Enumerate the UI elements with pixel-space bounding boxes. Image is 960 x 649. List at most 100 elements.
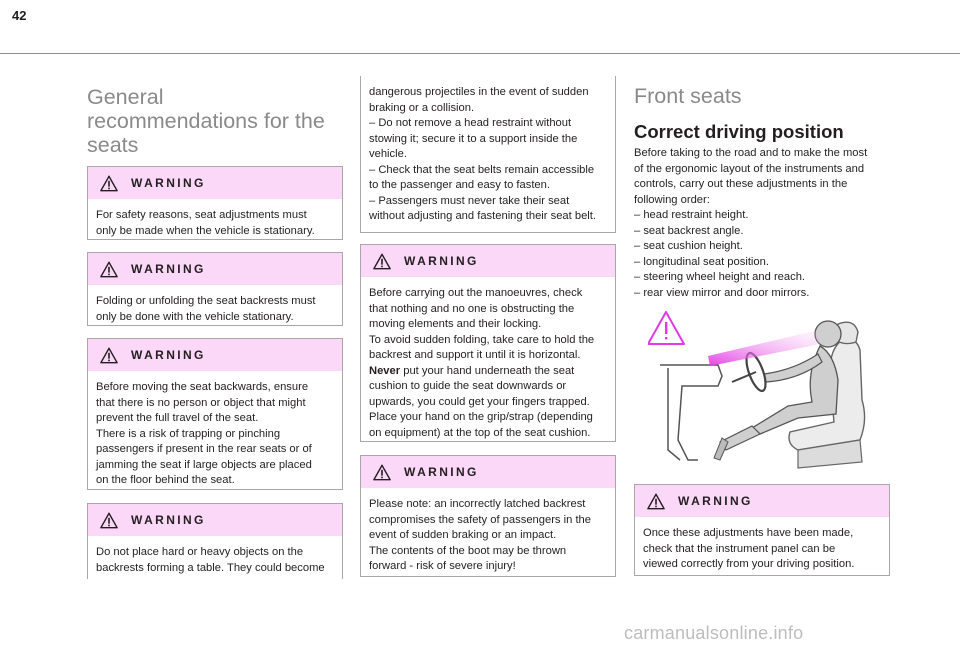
header-rule bbox=[0, 53, 960, 54]
text-line: to the passenger and easy to fasten. bbox=[369, 179, 550, 191]
text-line: Please note: an incorrectly latched back… bbox=[369, 498, 586, 510]
warning-header: WARNING bbox=[88, 167, 342, 199]
text-line: controls, carry out these adjustments in… bbox=[634, 178, 848, 190]
text-line: stowing it; secure it to a support insid… bbox=[369, 132, 578, 145]
warning-triangle-icon bbox=[373, 253, 391, 269]
text-line: Once these adjustments have been made, bbox=[643, 527, 854, 539]
warning-text: Before carrying out the manoeuvres, chec… bbox=[361, 277, 615, 441]
warning-title: WARNING bbox=[131, 513, 206, 527]
warning-text: dangerous projectiles in the event of su… bbox=[361, 76, 615, 225]
text-span: put your hand underneath the seat bbox=[400, 364, 575, 377]
warning-text: Once these adjustments have been made, c… bbox=[635, 517, 889, 573]
warning-title: WARNING bbox=[131, 348, 206, 362]
text-line: without adjusting and fastening their se… bbox=[369, 210, 597, 222]
text-line: backrests forming a table. They could be… bbox=[96, 561, 325, 574]
text-line: – Passengers must never take their seat bbox=[369, 194, 570, 207]
list-item: – rear view mirror and door mirrors. bbox=[634, 286, 810, 299]
warning-text: Do not place hard or heavy objects on th… bbox=[88, 536, 342, 576]
text-line: There is a risk of trapping or pinching bbox=[96, 427, 281, 440]
text-line: For safety reasons, seat adjustments mus… bbox=[96, 209, 307, 221]
text-line: compromises the safety of passengers in … bbox=[369, 513, 591, 526]
warning-title: WARNING bbox=[131, 176, 206, 190]
warning-header: WARNING bbox=[635, 485, 889, 517]
text-line: of the ergonomic layout of the instrumen… bbox=[634, 162, 865, 175]
page-number: 42 bbox=[12, 8, 27, 23]
warning-triangle-icon bbox=[647, 493, 665, 509]
text-line: that there is no person or object that m… bbox=[96, 396, 306, 409]
text-line: Do not place hard or heavy objects on th… bbox=[96, 546, 304, 558]
warning-box-continued: dangerous projectiles in the event of su… bbox=[360, 76, 616, 233]
list-item: – steering wheel height and reach. bbox=[634, 271, 806, 283]
list-item: – seat cushion height. bbox=[634, 240, 743, 252]
warning-box: WARNING Before carrying out the manoeuvr… bbox=[360, 244, 616, 442]
text-line: only be made when the vehicle is station… bbox=[96, 224, 315, 237]
text-line: on equipment) at the top of the seat cus… bbox=[369, 426, 591, 439]
warning-triangle-icon bbox=[100, 175, 118, 191]
warning-box: WARNING For safety reasons, seat adjustm… bbox=[87, 166, 343, 240]
text-line: – Do not remove a head restraint without bbox=[369, 117, 572, 129]
title-line: recommendations for the bbox=[87, 109, 325, 133]
warning-text: Please note: an incorrectly latched back… bbox=[361, 488, 615, 575]
warning-text: Folding or unfolding the seat backrests … bbox=[88, 285, 342, 325]
text-line: that nothing and no one is obstructing t… bbox=[369, 302, 575, 315]
text-line: Before taking to the road and to make th… bbox=[634, 147, 868, 159]
warning-triangle-icon bbox=[100, 512, 118, 528]
text-line: viewed correctly from your driving posit… bbox=[643, 558, 855, 570]
warning-title: WARNING bbox=[131, 262, 206, 276]
text-line: event of sudden braking or an impact. bbox=[369, 529, 557, 541]
text-line: Never put your hand underneath the seat bbox=[369, 364, 607, 380]
warning-title: WARNING bbox=[404, 465, 479, 479]
warning-box: WARNING Folding or unfolding the seat ba… bbox=[87, 252, 343, 326]
warning-text: For safety reasons, seat adjustments mus… bbox=[88, 199, 342, 239]
text-line: check that the instrument panel can be bbox=[643, 542, 836, 555]
text-line: prevent the full travel of the seat. bbox=[96, 412, 259, 424]
warning-title: WARNING bbox=[404, 254, 479, 268]
text-line: upwards, you could get your fingers trap… bbox=[369, 395, 590, 408]
warning-triangle-icon bbox=[100, 347, 118, 363]
warning-header: WARNING bbox=[361, 456, 615, 488]
warning-box: WARNING Do not place hard or heavy objec… bbox=[87, 503, 343, 579]
warning-header: WARNING bbox=[88, 253, 342, 285]
warning-header: WARNING bbox=[88, 504, 342, 536]
text-line: Before carrying out the manoeuvres, chec… bbox=[369, 287, 583, 299]
watermark: carmanualsonline.info bbox=[624, 623, 804, 643]
text-line: cushion to guide the seat downwards or bbox=[369, 380, 567, 392]
subtitle-driving-position: Correct driving position bbox=[634, 121, 844, 142]
magenta-warning-icon bbox=[648, 311, 685, 345]
warning-triangle-icon bbox=[373, 464, 391, 480]
text-line: To avoid sudden folding, take care to ho… bbox=[369, 333, 595, 346]
text-line: Place your hand on the grip/strap (depen… bbox=[369, 411, 593, 423]
text-line: vehicle. bbox=[369, 148, 407, 160]
section-title-front-seats: Front seats bbox=[634, 84, 742, 108]
list-item: – seat backrest angle. bbox=[634, 224, 744, 237]
text-line: Folding or unfolding the seat backrests … bbox=[96, 295, 316, 307]
driving-position-illustration bbox=[648, 311, 866, 469]
text-line: backrest and support it until it is hori… bbox=[369, 349, 581, 361]
warning-header: WARNING bbox=[88, 339, 342, 371]
text-line: following order: bbox=[634, 193, 710, 206]
section-title-general: General recommendations for the seats bbox=[87, 85, 325, 157]
text-line: The contents of the boot may be thrown bbox=[369, 544, 567, 557]
list-item: – head restraint height. bbox=[634, 209, 749, 221]
title-line: General bbox=[87, 85, 164, 109]
warning-text: Before moving the seat backwards, ensure… bbox=[88, 371, 342, 489]
text-line: passengers if present in the rear seats … bbox=[96, 443, 312, 455]
text-line: on the floor behind the seat. bbox=[96, 474, 235, 486]
text-line: braking or a collision. bbox=[369, 101, 475, 114]
text-line: dangerous projectiles in the event of su… bbox=[369, 86, 589, 98]
title-line: seats bbox=[87, 133, 139, 157]
bold-word: Never bbox=[369, 364, 401, 377]
text-line: moving elements and their locking. bbox=[369, 318, 542, 330]
warning-box: WARNING Once these adjustments have been… bbox=[634, 484, 890, 576]
text-line: forward - risk of severe injury! bbox=[369, 560, 516, 572]
warning-box: WARNING Before moving the seat backwards… bbox=[87, 338, 343, 490]
warning-triangle-icon bbox=[100, 261, 118, 277]
warning-title: WARNING bbox=[678, 494, 753, 508]
text-line: jamming the seat if large objects are pl… bbox=[96, 458, 312, 471]
text-line: Before moving the seat backwards, ensure bbox=[96, 381, 309, 393]
warning-header: WARNING bbox=[361, 245, 615, 277]
list-item: – longitudinal seat position. bbox=[634, 255, 769, 268]
warning-box: WARNING Please note: an incorrectly latc… bbox=[360, 455, 616, 577]
intro-text: Before taking to the road and to make th… bbox=[634, 146, 894, 301]
text-line: only be done with the vehicle stationary… bbox=[96, 310, 294, 323]
